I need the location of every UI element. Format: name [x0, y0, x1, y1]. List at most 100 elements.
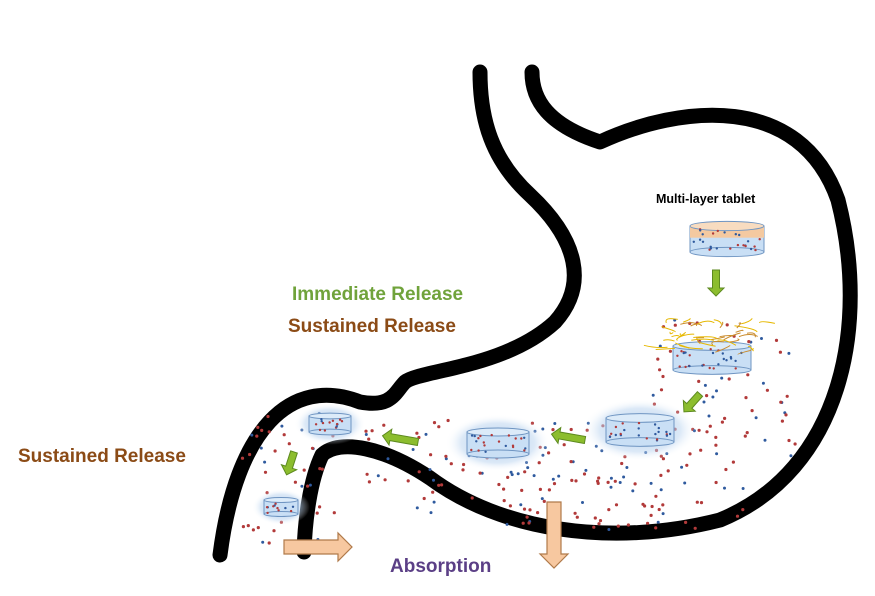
drug-particle — [760, 337, 763, 340]
tablet-dot — [716, 229, 719, 233]
drug-particle — [714, 480, 718, 485]
tablet-dot — [701, 233, 704, 236]
tablet-dot — [335, 425, 338, 428]
drug-particle — [785, 394, 789, 398]
drug-particle — [606, 480, 610, 484]
drug-particle — [574, 479, 578, 483]
drug-particle — [656, 520, 660, 524]
drug-particle — [641, 502, 645, 506]
tablet-dot — [668, 432, 672, 436]
drug-particle — [256, 425, 260, 429]
tablet-dot — [637, 434, 640, 437]
drug-particle — [746, 373, 750, 377]
drug-particle — [654, 526, 658, 530]
drug-particle — [607, 528, 611, 531]
green-arrow-shape — [682, 390, 704, 413]
tablet-dot — [711, 232, 715, 235]
drug-particle — [240, 456, 245, 460]
drug-particle — [250, 433, 254, 437]
drug-particle — [251, 528, 255, 532]
drug-particle — [446, 418, 450, 423]
release-fibre — [741, 318, 753, 325]
drug-particle — [437, 425, 441, 429]
drug-particle — [714, 443, 718, 447]
drug-particle — [654, 494, 658, 498]
green-arrow-icon — [706, 269, 726, 297]
drug-particle — [765, 388, 770, 392]
drug-particle — [750, 409, 754, 413]
drug-particle — [725, 323, 729, 327]
absorption-label: Absorption — [390, 556, 492, 577]
release-fibres — [643, 318, 776, 355]
drug-particle — [540, 497, 544, 501]
drug-particle — [429, 511, 433, 515]
tablet-dot — [477, 449, 480, 452]
tablet-bottom — [263, 510, 299, 518]
drug-particle — [683, 481, 687, 485]
tablet-dot — [277, 509, 280, 512]
drug-particle — [570, 478, 574, 482]
tablet-dot — [711, 351, 715, 355]
tablet-dot — [678, 365, 681, 368]
green-arrow-icon — [381, 428, 420, 447]
drug-particle — [320, 467, 324, 471]
tablet-top — [263, 496, 299, 504]
drug-particle — [787, 438, 791, 443]
drug-particle — [715, 389, 718, 393]
drug-particle — [793, 442, 797, 446]
release-fibre — [717, 339, 737, 346]
drug-particle — [702, 400, 706, 404]
tablet-dot — [684, 365, 687, 369]
drug-particle — [569, 460, 573, 464]
drug-particle — [720, 420, 725, 424]
drug-particle — [699, 501, 704, 505]
release-fibre — [737, 349, 752, 355]
drug-particle — [470, 496, 474, 500]
drug-particle — [538, 487, 543, 491]
release-fibre — [715, 345, 731, 353]
drug-particle — [444, 457, 448, 461]
tablet-dot — [723, 231, 726, 234]
tablet-dot — [473, 434, 476, 438]
tablet-dot — [335, 422, 339, 426]
drug-particle — [779, 400, 783, 404]
drug-particle — [711, 395, 715, 399]
drug-particle — [261, 540, 265, 544]
tablet-dot — [610, 432, 613, 435]
drug-particle — [745, 431, 749, 435]
drug-particle — [744, 396, 748, 400]
drug-particle — [386, 457, 390, 461]
tablet-dot — [289, 509, 293, 513]
drug-particle — [714, 435, 718, 439]
drug-particle — [428, 468, 432, 472]
release-fibre — [758, 321, 776, 324]
drug-particle — [365, 472, 369, 476]
drug-particle — [661, 503, 665, 507]
tablet-dot — [482, 441, 485, 444]
drug-particle — [497, 482, 501, 487]
release-fibre — [679, 345, 703, 350]
tablet-dot — [507, 434, 511, 437]
drug-particle — [552, 482, 557, 486]
release-fibre — [711, 336, 725, 341]
release-fibre — [663, 339, 675, 342]
drug-particle — [581, 501, 584, 504]
tablet-dot — [717, 363, 720, 366]
release-fibre — [735, 329, 744, 333]
drug-particle — [424, 432, 428, 436]
immediate-release-label: Immediate Release — [292, 284, 464, 305]
release-fibre — [746, 332, 756, 338]
drug-particle — [553, 422, 557, 425]
tablet-bottom — [466, 449, 530, 459]
drug-particle — [609, 476, 613, 480]
tablet-dot — [274, 502, 277, 505]
tablets — [252, 220, 765, 526]
release-fibre — [696, 320, 715, 325]
drug-particle — [650, 504, 654, 509]
release-fibre — [695, 336, 701, 344]
drug-particle — [616, 524, 620, 528]
tablet-top — [466, 427, 530, 437]
drug-particle — [699, 448, 703, 452]
drug-particle — [582, 472, 587, 476]
tablet-dot — [712, 367, 715, 370]
